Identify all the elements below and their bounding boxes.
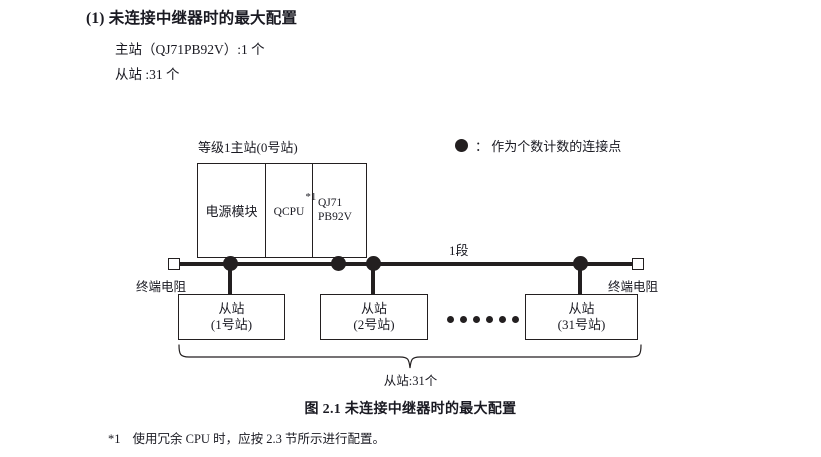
cpu-module-label: QCPU <box>273 205 305 218</box>
slave-station-box-1: 从站 (1号站) <box>178 294 285 340</box>
network-module: QJ71 PB92V <box>313 164 366 257</box>
filled-circle-icon <box>455 139 468 152</box>
ellipsis-dots <box>447 316 519 323</box>
slave-count-brace <box>178 344 642 369</box>
ellipsis-dot <box>447 316 454 323</box>
footnote-text: 使用冗余 CPU 时，应按 2.3 节所示进行配置。 <box>132 432 385 446</box>
terminator-left-icon <box>168 258 180 270</box>
ellipsis-dot <box>473 316 480 323</box>
ellipsis-dot <box>499 316 506 323</box>
segment-label: 1段 <box>449 243 469 258</box>
figure-caption: 图 2.1 未连接中继器时的最大配置 <box>304 402 517 417</box>
section-heading: (1) 未连接中继器时的最大配置 <box>86 10 298 27</box>
slave-station-box-2: 从站 (2号站) <box>320 294 428 340</box>
power-supply-module: 电源模块 <box>198 164 266 257</box>
slave2-drop <box>371 266 375 294</box>
terminator-left-label: 终端电阻 <box>136 280 187 294</box>
network-module-label-line2: PB92V <box>318 210 352 223</box>
slave-count-label: 从站:31个 <box>383 374 438 388</box>
connection-node-slave31 <box>573 256 588 271</box>
legend: ： 作为个数计数的连接点 <box>455 136 621 155</box>
network-module-label-line1: QJ71 <box>318 196 343 209</box>
slave-station-31-number: (31号站) <box>557 317 606 332</box>
slave-station-2-number: (2号站) <box>353 317 395 332</box>
footnote: *1 使用冗余 CPU 时，应按 2.3 节所示进行配置。 <box>108 428 385 447</box>
slave-station-1-title: 从站 <box>218 300 245 316</box>
legend-label: ： 作为个数计数的连接点 <box>475 139 622 154</box>
cpu-module: QCPU *1 <box>266 164 317 257</box>
terminator-right-label: 终端电阻 <box>608 280 659 294</box>
slave-station-box-31: 从站 (31号站) <box>525 294 638 340</box>
rack-label: 等级1主站(0号站) <box>198 140 298 155</box>
connection-node-master <box>331 256 346 271</box>
ellipsis-dot <box>486 316 493 323</box>
slave-station-1-number: (1号站) <box>210 317 253 332</box>
master-station-rack: 电源模块 QCPU *1 QJ71 PB92V <box>197 163 367 258</box>
slave-station-2-title: 从站 <box>360 300 387 316</box>
slave-station-31-title: 从站 <box>568 300 595 316</box>
connection-node-slave1 <box>223 256 238 271</box>
slave31-drop <box>578 266 582 294</box>
terminator-right-icon <box>632 258 644 270</box>
spec-master-station: 主站（QJ71PB92V）:1 个 <box>115 42 265 57</box>
cpu-module-footnote-mark: *1 <box>305 190 317 203</box>
slave1-drop <box>228 266 232 294</box>
ellipsis-dot <box>460 316 467 323</box>
ellipsis-dot <box>512 316 519 323</box>
fieldbus-trunk-line <box>174 262 638 266</box>
spec-slave-station: 从站 :31 个 <box>115 67 180 82</box>
power-supply-module-label: 电源模块 <box>205 204 258 219</box>
footnote-mark: *1 <box>108 432 121 446</box>
connection-node-slave2 <box>366 256 381 271</box>
